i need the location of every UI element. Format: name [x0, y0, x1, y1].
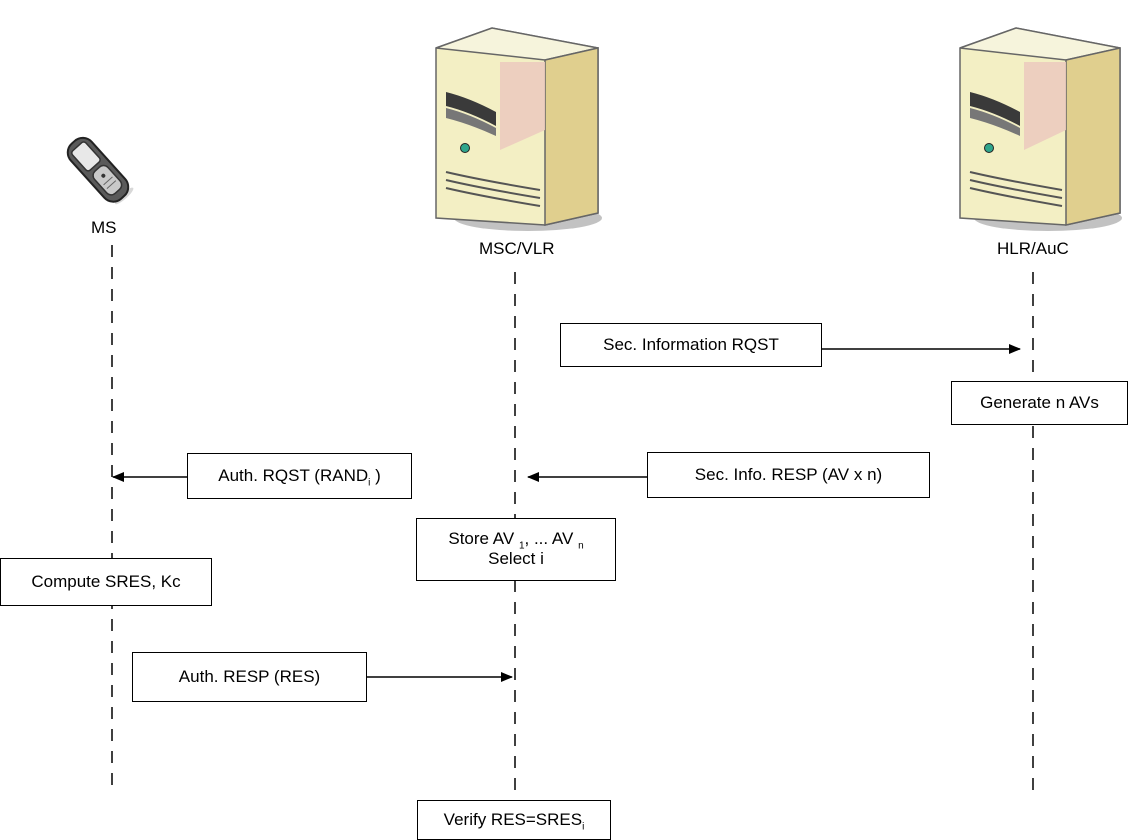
ms-label: MS [91, 218, 117, 237]
sec-info-rqst-text: Sec. Information RQST [603, 335, 779, 354]
store-prefix-text: Store AV [448, 529, 515, 548]
select-i-text: Select i [488, 549, 544, 568]
generate-avs-box: Generate n AVs [951, 381, 1128, 425]
auth-resp-box: Auth. RESP (RES) [132, 652, 367, 702]
auth-resp-text: Auth. RESP (RES) [178, 667, 321, 686]
store-select-box: Store AV 1, ... AV n Select i [416, 518, 616, 581]
sec-info-resp-text: Sec. Info. RESP (AV x n) [694, 465, 883, 484]
auth-rqst-subscript: i [368, 477, 371, 489]
sec-info-resp-box: Sec. Info. RESP (AV x n) [647, 452, 930, 498]
auth-rqst-suffix: ) [370, 466, 381, 485]
store-sub-1: 1 [518, 540, 525, 552]
mobile-phone-icon [66, 136, 134, 205]
verify-res-box: Verify RES=SRESi [417, 800, 611, 840]
hlr-auc-label: HLR/AuC [997, 239, 1069, 258]
store-sub-n: n [578, 540, 584, 552]
msc-server-icon [435, 27, 602, 231]
generate-avs-text: Generate n AVs [980, 393, 1099, 412]
store-mid-text: , ... AV [524, 529, 574, 548]
auth-rqst-text: Auth. RQST (RAND [218, 466, 369, 485]
sec-info-rqst-box: Sec. Information RQST [560, 323, 822, 367]
store-avs-line: Store AV 1, ... AV n [417, 529, 615, 552]
compute-sres-text: Compute SRES, Kc [31, 572, 181, 591]
msc-vlr-label: MSC/VLR [479, 239, 555, 258]
compute-sres-box: Compute SRES, Kc [0, 558, 212, 606]
hlr-server-icon [959, 27, 1122, 231]
auth-rqst-box: Auth. RQST (RANDi ) [187, 453, 412, 499]
verify-res-text: Verify RES=SRES [443, 810, 583, 829]
verify-subscript: i [582, 821, 585, 833]
